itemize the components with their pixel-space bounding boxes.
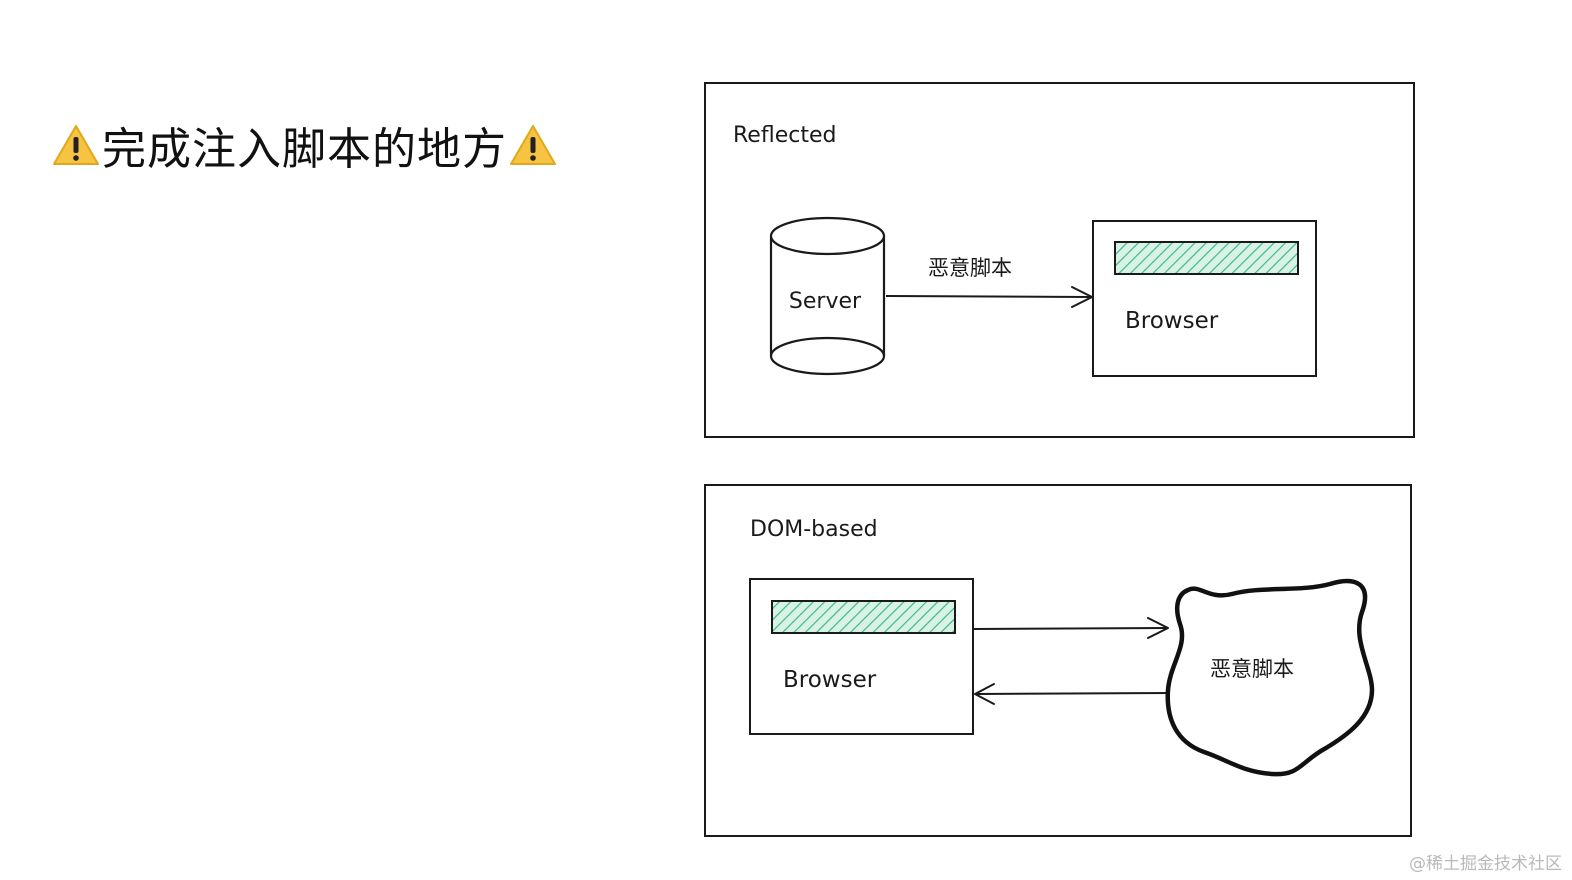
address-bar <box>1114 241 1299 275</box>
arrow-browser-to-script <box>973 617 1169 639</box>
browser-window-dom: Browser <box>749 578 974 735</box>
browser-label-reflected: Browser <box>1125 308 1219 334</box>
browser-label-dom: Browser <box>783 667 877 693</box>
watermark: @稀土掘金技术社区 <box>1409 854 1562 874</box>
arrow-server-to-browser: 恶意脚本 <box>885 256 1093 308</box>
malicious-script-blob: 恶意脚本 <box>1165 578 1375 777</box>
dom-based-label: DOM-based <box>750 517 878 542</box>
malicious-script-cloud-label: 恶意脚本 <box>1210 657 1294 681</box>
browser-window-reflected: Browser <box>1092 220 1317 377</box>
page-title: 完成注入脚本的地方 <box>52 110 557 180</box>
warning-icon <box>52 123 100 167</box>
reflected-label: Reflected <box>733 123 836 148</box>
warning-icon <box>509 123 557 167</box>
title-text: 完成注入脚本的地方 <box>102 124 507 175</box>
address-bar <box>771 600 956 634</box>
dom-based-panel: DOM-based Browser 恶意脚本 <box>704 484 1412 837</box>
malicious-script-label: 恶意脚本 <box>928 256 1012 280</box>
server-label: Server <box>789 289 862 314</box>
server-cylinder: Server <box>769 216 886 376</box>
reflected-panel: Reflected Server 恶意脚本 Browser <box>704 82 1415 438</box>
arrow-script-to-browser <box>974 683 1173 705</box>
